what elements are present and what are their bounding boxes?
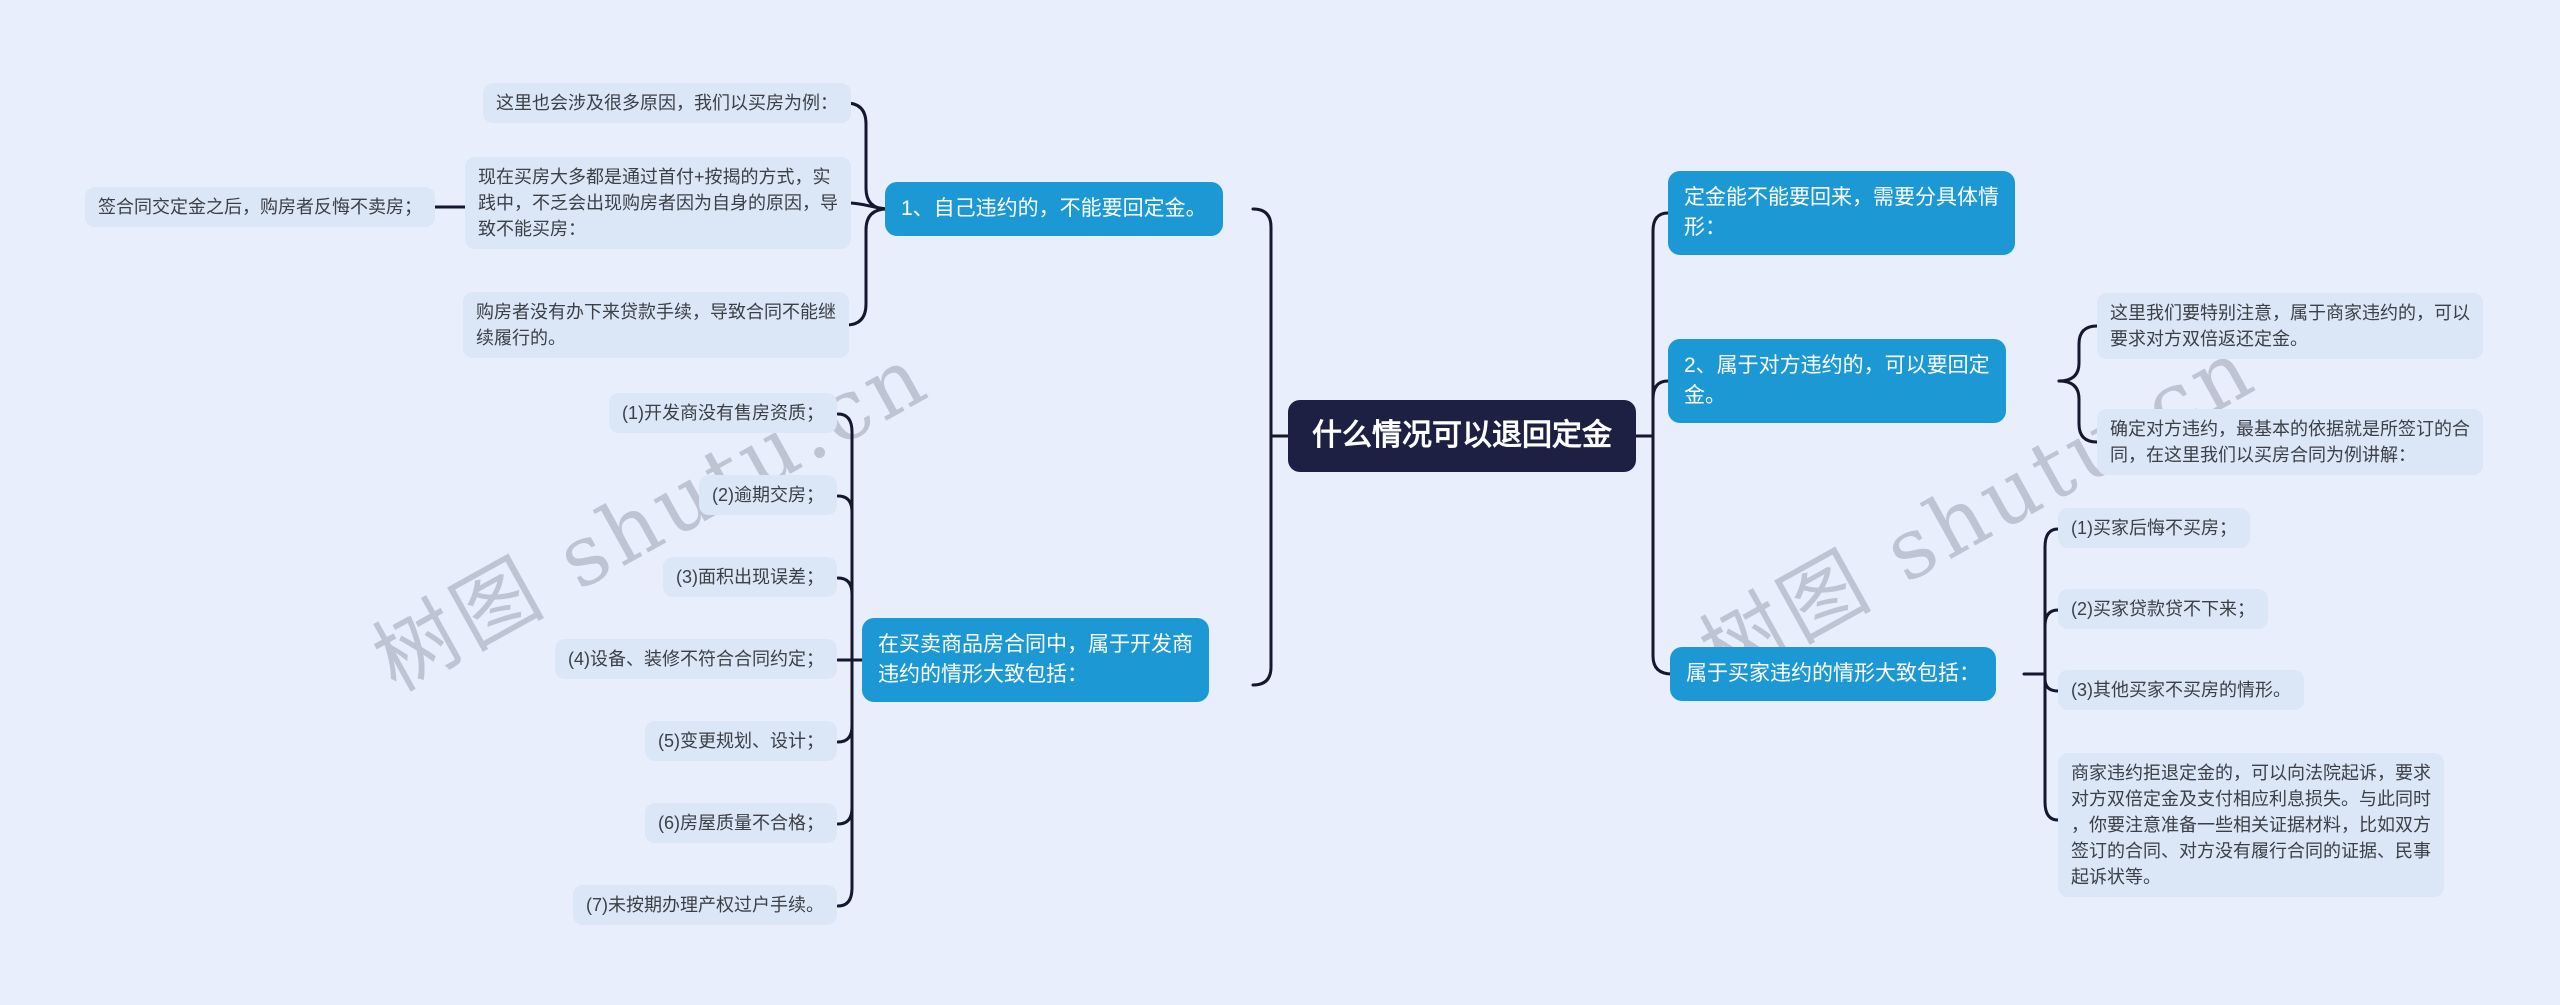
developer-item[interactable]: (3)面积出现误差；	[663, 557, 837, 597]
buyer-item[interactable]: (3)其他买家不买房的情形。	[2058, 670, 2304, 710]
developer-item[interactable]: (6)房屋质量不合格；	[645, 803, 837, 843]
note-contract-basis[interactable]: 确定对方违约，最基本的依据就是所签订的合 同，在这里我们以买房合同为例讲解：	[2097, 409, 2483, 475]
developer-item[interactable]: (5)变更规划、设计；	[645, 721, 837, 761]
buyer-item[interactable]: (2)买家贷款贷不下来；	[2058, 589, 2268, 629]
note-regret[interactable]: 签合同交定金之后，购房者反悔不卖房；	[85, 187, 435, 227]
note-lawsuit[interactable]: 商家违约拒退定金的，可以向法院起诉，要求 对方双倍定金及支付相应利息损失。与此同…	[2058, 753, 2444, 897]
node-developer-breach[interactable]: 在买卖商品房合同中，属于开发商 违约的情形大致包括：	[862, 618, 1209, 702]
note-double-refund[interactable]: 这里我们要特别注意，属于商家违约的，可以 要求对方双倍返还定金。	[2097, 293, 2483, 359]
developer-item[interactable]: (2)逾期交房；	[699, 475, 837, 515]
node-other-breach[interactable]: 2、属于对方违约的，可以要回定 金。	[1668, 339, 2006, 423]
node-self-breach[interactable]: 1、自己违约的，不能要回定金。	[885, 182, 1223, 236]
developer-item[interactable]: (1)开发商没有售房资质；	[609, 393, 837, 433]
note-reasons-intro[interactable]: 这里也会涉及很多原因，我们以买房为例：	[483, 83, 851, 123]
node-deposit-overview[interactable]: 定金能不能要回来，需要分具体情 形：	[1668, 171, 2015, 255]
developer-item[interactable]: (4)设备、装修不符合合同约定；	[555, 639, 837, 679]
note-mortgage[interactable]: 现在买房大多都是通过首付+按揭的方式，实 践中，不乏会出现购房者因为自身的原因，…	[465, 157, 851, 249]
developer-item[interactable]: (7)未按期办理产权过户手续。	[573, 885, 837, 925]
buyer-item[interactable]: (1)买家后悔不买房；	[2058, 508, 2250, 548]
note-loan-fail[interactable]: 购房者没有办下来贷款手续，导致合同不能继 续履行的。	[463, 292, 849, 358]
node-buyer-breach[interactable]: 属于买家违约的情形大致包括：	[1670, 647, 1996, 701]
central-topic-node[interactable]: 什么情况可以退回定金	[1288, 400, 1636, 472]
